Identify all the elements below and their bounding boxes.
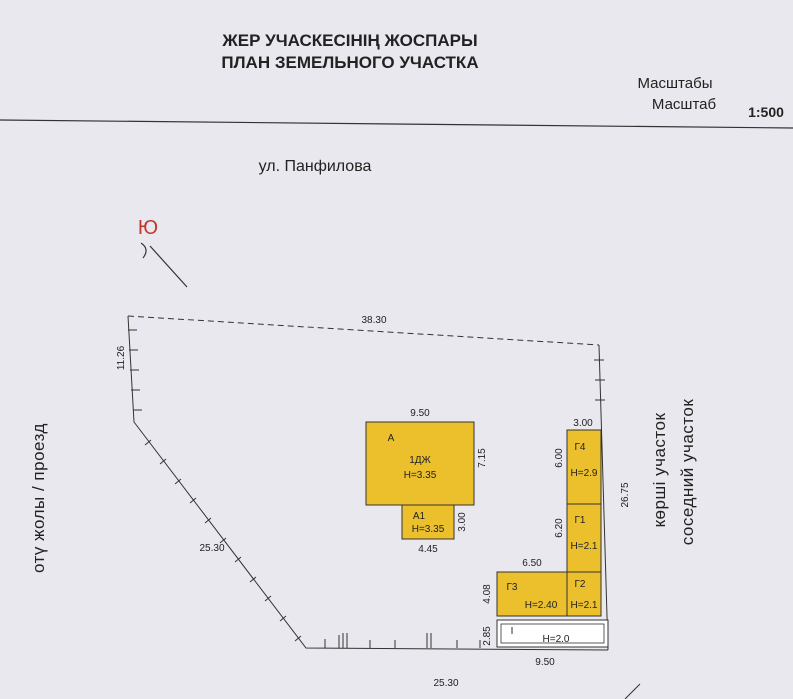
building-i-width: 9.50 xyxy=(535,657,555,668)
orientation-arrow-icon xyxy=(140,242,188,288)
building-g3: Г3 H=2.40 xyxy=(496,571,568,617)
building-g1: Г1 H=2.1 xyxy=(566,503,602,573)
building-i-name: I xyxy=(511,626,514,637)
building-g2-height: H=2.1 xyxy=(571,600,598,611)
scale-value: 1:500 xyxy=(748,104,784,120)
plot-boundary xyxy=(127,315,609,651)
building-a1-height: H=3.35 xyxy=(412,524,445,535)
building-i-height: H=2.0 xyxy=(543,634,570,645)
title-kz: ЖЕР УЧАСКЕСІНІҢ ЖОСПАРЫ xyxy=(221,31,477,50)
building-main-width: 9.50 xyxy=(410,408,430,419)
building-a1-width: 4.45 xyxy=(418,544,438,555)
side-label-left: отү жолы / проезд xyxy=(29,423,48,573)
building-main: А 1ДЖ H=3.35 xyxy=(365,421,475,506)
building-main-name: 1ДЖ xyxy=(409,455,431,466)
building-main-depth: 7.15 xyxy=(477,448,488,468)
building-a1-depth: 3.00 xyxy=(457,512,468,532)
north-mark: Ю xyxy=(138,217,158,239)
building-main-letter: А xyxy=(388,433,395,444)
dim-left: 11.26 xyxy=(116,345,127,370)
side-label-right-ru: соседний участок xyxy=(678,399,697,546)
corner-mark xyxy=(624,683,641,699)
building-a1-name: А1 xyxy=(413,511,426,522)
building-g3-height: H=2.40 xyxy=(525,600,558,611)
building-g2: Г2 H=2.1 xyxy=(566,571,602,617)
building-g1-side: 6.20 xyxy=(554,518,565,538)
dim-bottom: 25.30 xyxy=(433,678,458,689)
side-label-right-kz: көршi участок xyxy=(650,413,669,528)
building-i-side: 2.85 xyxy=(482,626,493,646)
street-name: ул. Панфилова xyxy=(259,158,372,175)
building-g1-name: Г1 xyxy=(575,515,586,526)
dim-diagonal: 25.30 xyxy=(199,543,224,554)
header-divider xyxy=(0,119,793,129)
title-ru: ПЛАН ЗЕМЕЛЬНОГО УЧАСТКА xyxy=(221,53,478,72)
scale-label-ru: Масштаб xyxy=(652,96,716,113)
building-g4-name: Г4 xyxy=(575,442,586,453)
building-i: I H=2.0 xyxy=(496,619,609,648)
building-g4-side: 6.00 xyxy=(554,448,565,468)
boundary-ticks xyxy=(128,329,605,648)
building-a1: А1 H=3.35 xyxy=(401,504,455,540)
building-g3-side: 4.08 xyxy=(482,584,493,604)
building-g3-top: 6.50 xyxy=(522,558,542,569)
dim-top: 38.30 xyxy=(361,315,386,326)
building-g1-height: H=2.1 xyxy=(571,541,598,552)
building-g4: Г4 H=2.9 xyxy=(566,429,602,505)
building-g2-name: Г2 xyxy=(575,579,586,590)
scale-label-kz: Масштабы xyxy=(638,75,713,92)
building-main-height: H=3.35 xyxy=(404,470,437,481)
dim-right: 26.75 xyxy=(620,482,631,507)
building-g3-name: Г3 xyxy=(507,582,518,593)
building-g4-top: 3.00 xyxy=(573,418,593,429)
building-g4-height: H=2.9 xyxy=(571,468,598,479)
